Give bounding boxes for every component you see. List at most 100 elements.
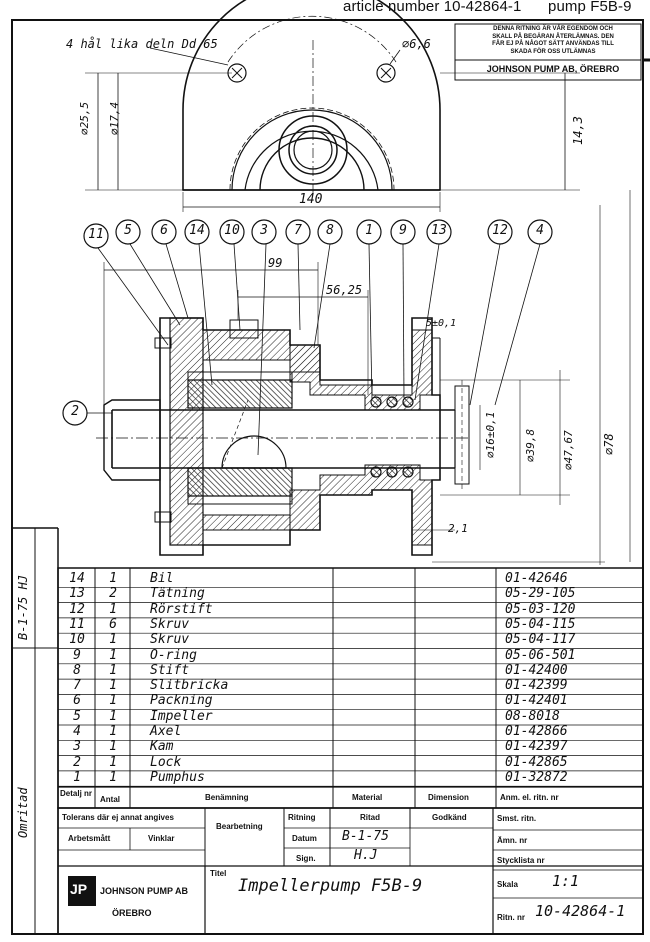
balloon-11: 11 [88,227,104,242]
part-qty: 6 [109,616,117,632]
balloon-circles [62,219,553,426]
part-qty: 1 [109,693,117,709]
part-qty: 1 [109,739,117,755]
top-view-flange [85,0,631,565]
balloon-4: 4 [536,223,544,238]
part-pos: 2 [73,754,81,770]
part-qty: 1 [109,769,117,785]
part-name: Kam [150,739,174,755]
part-name: Packning [150,693,213,709]
header-anm: Anm. el. ritn. nr [500,793,559,802]
ritad-label: Ritad [360,813,380,822]
part-pos: 13 [69,586,85,602]
part-name: Impeller [150,708,213,724]
part-pos: 11 [69,616,85,632]
part-num: 05-04-117 [505,632,576,648]
ownership-notice: DENNA RITNING ÄR VÅR EGENDOM OCH SKALL P… [492,26,614,55]
ritn-value: 10-42864-1 [535,902,626,920]
part-qty: 1 [109,724,117,739]
dim-78: ⌀78 [602,433,616,455]
balloon-10: 10 [224,223,240,238]
dim-2-1: 2,1 [448,522,468,535]
part-name: Rörstift [150,601,213,617]
hole-diameter: ⌀6,6 [402,37,431,51]
article-number: article number 10-42864-1 [343,0,522,15]
amn-label: Ämn. nr [497,836,528,845]
skala-label: Skala [497,880,518,889]
part-name: Lock [150,754,182,770]
title-block-grid [57,807,644,935]
part-qty: 1 [109,571,117,586]
part-num: 01-32872 [505,769,568,785]
part-name: Skruv [150,632,190,648]
header-antal: Antal [100,795,120,804]
part-num: 01-42400 [505,662,568,678]
balloon-3: 3 [260,223,268,238]
part-num: 01-42646 [505,571,568,586]
part-qty: 1 [109,647,117,663]
dim-47-67: ⌀47,67 [562,430,575,470]
revision-mark: B-1-75 HJ [16,574,30,640]
part-qty: 1 [109,601,117,617]
part-name: Stift [150,662,190,678]
balloon-12: 12 [492,223,508,238]
notice-company: JOHNSON PUMP AB, ÖREBRO [486,64,620,74]
datum-value: B-1-75 [342,829,389,844]
part-qty: 1 [109,662,117,678]
part-num: 05-29-105 [505,586,576,602]
part-qty: 1 [109,678,117,694]
part-pos: 6 [73,693,81,709]
part-pos: 9 [73,647,81,663]
dim-56-25: 56,25 [326,283,363,297]
balloon-5: 5 [124,223,132,238]
part-pos: 3 [73,739,81,755]
dim-14-3: 14,3 [571,116,585,145]
sign-value: H.J [354,848,378,863]
part-pos: 4 [73,724,81,739]
part-num: 05-04-115 [505,616,576,632]
company-city: ÖREBRO [112,908,152,918]
part-name: O-ring [150,647,197,663]
titel-value: Impellerpump F5B-9 [238,876,423,896]
smst-label: Smst. ritn. [497,814,537,823]
part-pos: 10 [69,632,85,648]
holes-note: 4 hål lika deln Dd 65 [66,37,218,51]
logo-mark [68,876,96,906]
part-name: Axel [150,724,182,739]
arbetsmatt-label: Arbetsmått [68,834,111,843]
part-num: 05-06-501 [505,647,576,663]
dim-99: 99 [268,256,283,270]
balloon-14: 14 [189,223,205,238]
company-name: JOHNSON PUMP AB [100,886,189,896]
section-view [96,262,605,563]
balloon-2: 2 [71,404,79,419]
part-num: 01-42865 [505,754,568,770]
titel-label: Titel [210,869,227,878]
part-num: 05-03-120 [505,601,576,617]
balloon-13: 13 [431,223,447,238]
part-pos: 12 [69,601,85,617]
part-num: 08-8018 [505,708,560,724]
vinklar-label: Vinklar [148,834,175,843]
skala-value: 1:1 [552,872,580,890]
part-qty: 2 [109,586,117,602]
balloon-9: 9 [399,223,407,238]
part-name: Slitbricka [150,678,229,694]
part-pos: 14 [69,571,85,586]
part-qty: 1 [109,754,117,770]
ritn-label: Ritn. nr [497,913,525,922]
sign-label: Sign. [296,854,316,863]
part-pos: 1 [73,769,81,785]
part-name: Tätning [150,586,205,602]
balloon-6: 6 [160,223,168,238]
datum-label: Datum [292,834,317,843]
dim-140: 140 [299,192,323,207]
part-qty: 1 [109,632,117,648]
tolerans-label: Tolerans där ej annat angives [62,813,174,822]
header-benamning: Benämning [205,793,249,802]
dim-17-4: ⌀17,4 [108,101,121,135]
pump-label: pump F5B-9 [548,0,632,15]
header-dimension: Dimension [428,793,469,802]
logo-text: JP [70,881,88,897]
